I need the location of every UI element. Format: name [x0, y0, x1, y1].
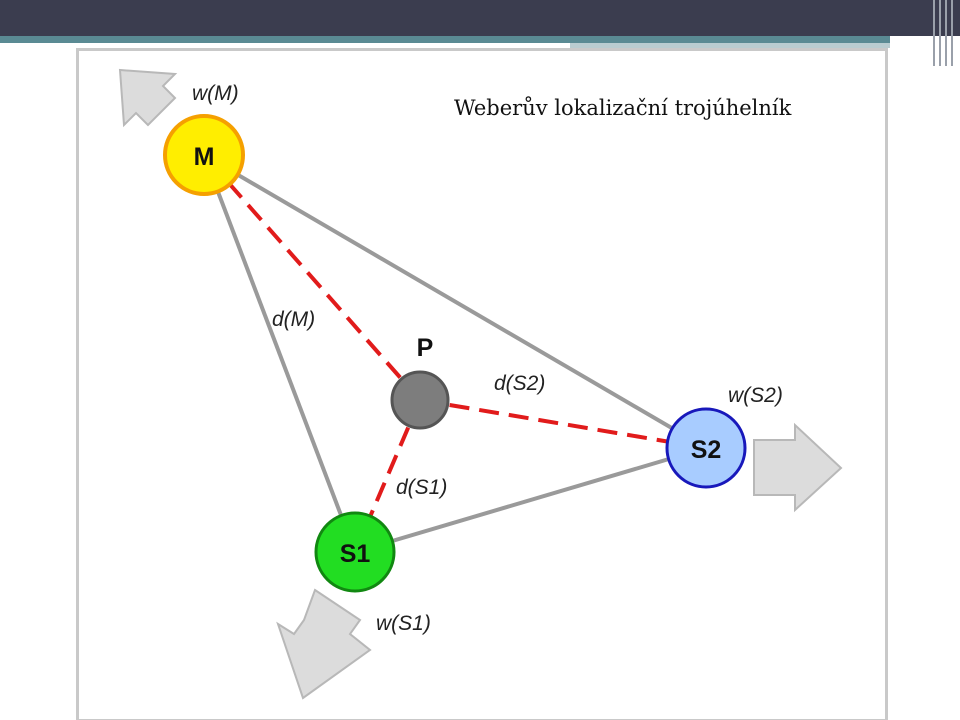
- weight-label-m: w(M): [192, 82, 239, 105]
- distance-line-s2: [419, 398, 707, 450]
- weight-label-s1: w(S1): [376, 612, 431, 635]
- header-accent-stripe-light: [570, 43, 890, 48]
- distance-label-m: d(M): [272, 308, 315, 331]
- distance-label-s2: d(S2): [494, 372, 545, 395]
- node-m: [163, 114, 245, 196]
- weight-label-s2: w(S2): [728, 384, 783, 407]
- distance-line-m: [202, 153, 422, 402]
- edge-m-s1: [202, 154, 357, 553]
- node-p: [390, 370, 450, 430]
- diagram-title: Weberův lokalizační trojúhelník: [454, 96, 792, 120]
- node-s1: [314, 511, 396, 593]
- edge-m-s2: [202, 153, 708, 450]
- header-accent-stripe: [0, 36, 890, 43]
- edge-s1-s2: [354, 446, 707, 554]
- node-m-label: M: [194, 143, 215, 171]
- node-s1-label: S1: [340, 540, 371, 568]
- weight-arrow-s1: [276, 588, 372, 700]
- node-s2-label: S2: [691, 436, 722, 464]
- weight-arrow-s2: [753, 422, 843, 513]
- node-p-label: P: [417, 334, 434, 362]
- node-s2: [665, 407, 747, 489]
- weight-arrow-m: [118, 68, 178, 128]
- header-bar: [0, 0, 960, 36]
- corner-decoration: [933, 0, 953, 66]
- distance-label-s1: d(S1): [396, 476, 447, 499]
